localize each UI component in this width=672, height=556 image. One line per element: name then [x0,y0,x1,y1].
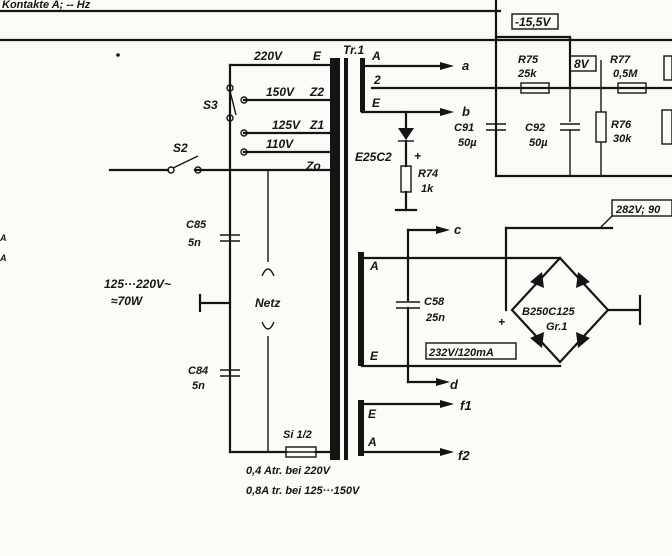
capacitor-c85: C85 5n [186,219,240,249]
voltage-8: 8V [574,57,590,71]
w2-end: E [370,349,379,363]
tap-z2-mark: Z2 [309,85,324,99]
r74-name: R74 [418,168,438,180]
w1-tap: 2 [373,73,381,87]
w3-end: A [367,435,377,449]
secondary-winding-1: A 2 E a b [360,49,672,119]
output-f1: f1 [460,398,472,413]
c84-value: 5n [192,380,205,392]
r77-value: 0,5M [613,68,638,80]
bridge-rectifier: + B250C125 Gr.1 282V; 90 [498,199,672,364]
transformer-core: Tr.1 [330,43,364,460]
resistor-r74: R74 1k [394,165,438,212]
primary-taps: 220V E 150V Z2 125V Z1 110V Zo [193,49,332,173]
c91-name: C91 [454,122,474,134]
resistor-r76 [595,111,607,143]
c92-name: C92 [525,122,545,134]
s3-label: S3 [203,98,218,112]
tap-contact-110 [240,148,248,156]
voltage-282: 282V; 90 [615,204,661,216]
left-edge-marks: A A [0,53,120,263]
output-a: a [462,58,469,73]
secondary-winding-2: A E c d C58 25n 232V/120mA [358,222,562,392]
tap-contact-125 [240,129,248,137]
fuse-note-220: 0,4 Atr. bei 220V [246,465,332,477]
tap-220-label: 220V [253,49,283,63]
tap-zo-mark: Zo [305,159,321,173]
tap-z1-mark: Z1 [309,118,324,132]
edge-mark-2: A [0,253,7,263]
c84-name: C84 [188,365,208,377]
voltage-232: 232V/120mA [428,347,494,359]
c58-value: 25n [425,312,445,324]
c91-value: 50µ [458,137,477,149]
tap-contact-150 [240,96,248,104]
w1-end: E [372,96,381,110]
mains-power: ≈70W [111,294,144,308]
voltage-box-15 [511,13,559,30]
header-text: Kontakte A; -- Hz [2,0,91,11]
capacitor-c84: C84 5n [188,365,240,392]
s2-label: S2 [173,141,188,155]
fuse-label: Si 1/2 [283,429,312,441]
c58-name: C58 [424,296,445,308]
switch-s3: S3 [203,84,237,122]
r76-name: R76 [611,119,632,131]
w3-start: E [368,407,377,421]
secondary-winding-3: E A f1 f2 [358,398,472,463]
voltage-box-232 [425,342,517,360]
tap-125-label: 125V [272,118,301,132]
voltage-box-282 [611,199,672,217]
c85-value: 5n [188,237,201,249]
c85-name: C85 [186,219,207,231]
fuse: Si 1/2 0,4 Atr. bei 220V 0,8A tr. bei 12… [246,429,361,497]
rectifier-e25c2: E25C2 + [355,110,421,168]
c92-value: 50µ [529,137,548,149]
r77-name: R77 [610,54,631,66]
r75-value: 25k [517,68,537,80]
tap-e-mark: E [313,49,322,63]
diode-label: E25C2 [355,150,392,164]
output-c: c [454,222,462,237]
voltage-box-8 [569,55,597,72]
filter-network: -15,5V 8V R75 25k R77 0,5M R76 30k C91 5… [454,0,672,178]
resistor-r75 [520,82,550,94]
output-d: d [450,377,459,392]
r75-name: R75 [518,54,539,66]
output-f2: f2 [458,448,470,463]
transformer-name: Tr.1 [343,43,364,57]
resistor-r77 [617,82,647,94]
bridge-group: Gr.1 [546,321,567,333]
header-band: Kontakte A; -- Hz [0,0,672,42]
r76-value: 30k [613,133,632,145]
edge-mark-1: A [0,233,7,243]
mains-voltage: 125···220V~ [104,277,171,291]
tap-150-label: 150V [266,85,295,99]
output-b: b [462,104,470,119]
voltage-15: -15,5V [515,15,551,29]
switch-s2: S2 [108,141,202,174]
fuse-note-125: 0,8A tr. bei 125···150V [246,485,361,497]
mains-connector-label: Netz [255,296,280,310]
diode-plus: + [414,149,421,163]
bridge-plus: + [498,315,505,329]
mains-connector: Netz 125···220V~ ≈70W [104,170,280,452]
r74-value: 1k [421,183,434,195]
w2-start: A [369,259,379,273]
bridge-name: B250C125 [522,306,575,318]
primary-bus [228,63,332,454]
tap-110-label: 110V [266,137,294,151]
w1-start: A [371,49,381,63]
